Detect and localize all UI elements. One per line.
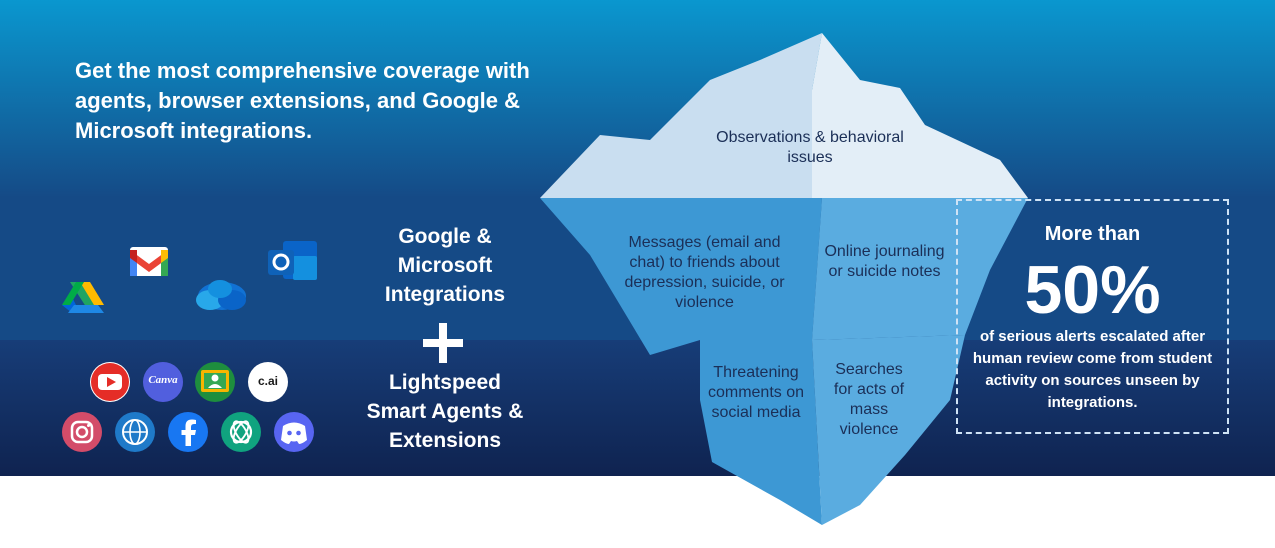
google-drive-icon — [62, 282, 104, 313]
discord-icon — [274, 412, 314, 452]
iceberg-tip-right — [812, 33, 1028, 198]
iceberg-threatening-label: Threatening comments on social media — [707, 364, 805, 421]
gmail-icon — [130, 247, 168, 276]
lightspeed-label: Lightspeed Smart Agents & Extensions — [366, 371, 524, 452]
stat-caption: of serious alerts escalated after human … — [972, 328, 1213, 411]
headline: Get the most comprehensive coverage with… — [75, 58, 530, 143]
iceberg-body-right — [812, 198, 1028, 340]
stat-lead: More than — [1044, 223, 1141, 245]
outlook-icon — [268, 241, 317, 280]
classroom-icon — [195, 362, 235, 402]
iceberg-tip-label: Observations & behavioral issues — [716, 129, 904, 166]
instagram-icon — [62, 412, 102, 452]
canva-icon — [143, 362, 183, 402]
iceberg-tip-left — [540, 33, 822, 198]
iceberg-deep-left — [700, 340, 822, 525]
plus-icon — [423, 323, 463, 363]
iceberg-deep-right — [812, 335, 965, 525]
google-microsoft-label: Google & Microsoft Integrations — [384, 225, 506, 306]
stat-callout-box — [956, 199, 1229, 434]
web-globe-icon — [115, 412, 155, 452]
facebook-icon — [168, 412, 208, 452]
white-footer — [0, 476, 1275, 548]
stat-value: 50% — [1024, 252, 1161, 328]
iceberg-body-left — [540, 198, 822, 355]
iceberg-journaling-label: Online journaling or suicide notes — [824, 243, 945, 280]
onedrive-icon — [196, 280, 246, 310]
chatgpt-icon — [221, 412, 261, 452]
iceberg-searches-label: Searches for acts of mass violence — [833, 361, 905, 438]
character-ai-icon-text: c.ai — [257, 374, 278, 388]
youtube-icon — [90, 362, 130, 402]
character-ai-icon — [248, 362, 288, 402]
iceberg-messages-label: Messages (email and chat) to friends abo… — [624, 234, 785, 311]
canva-icon-text: Canva — [148, 374, 178, 386]
